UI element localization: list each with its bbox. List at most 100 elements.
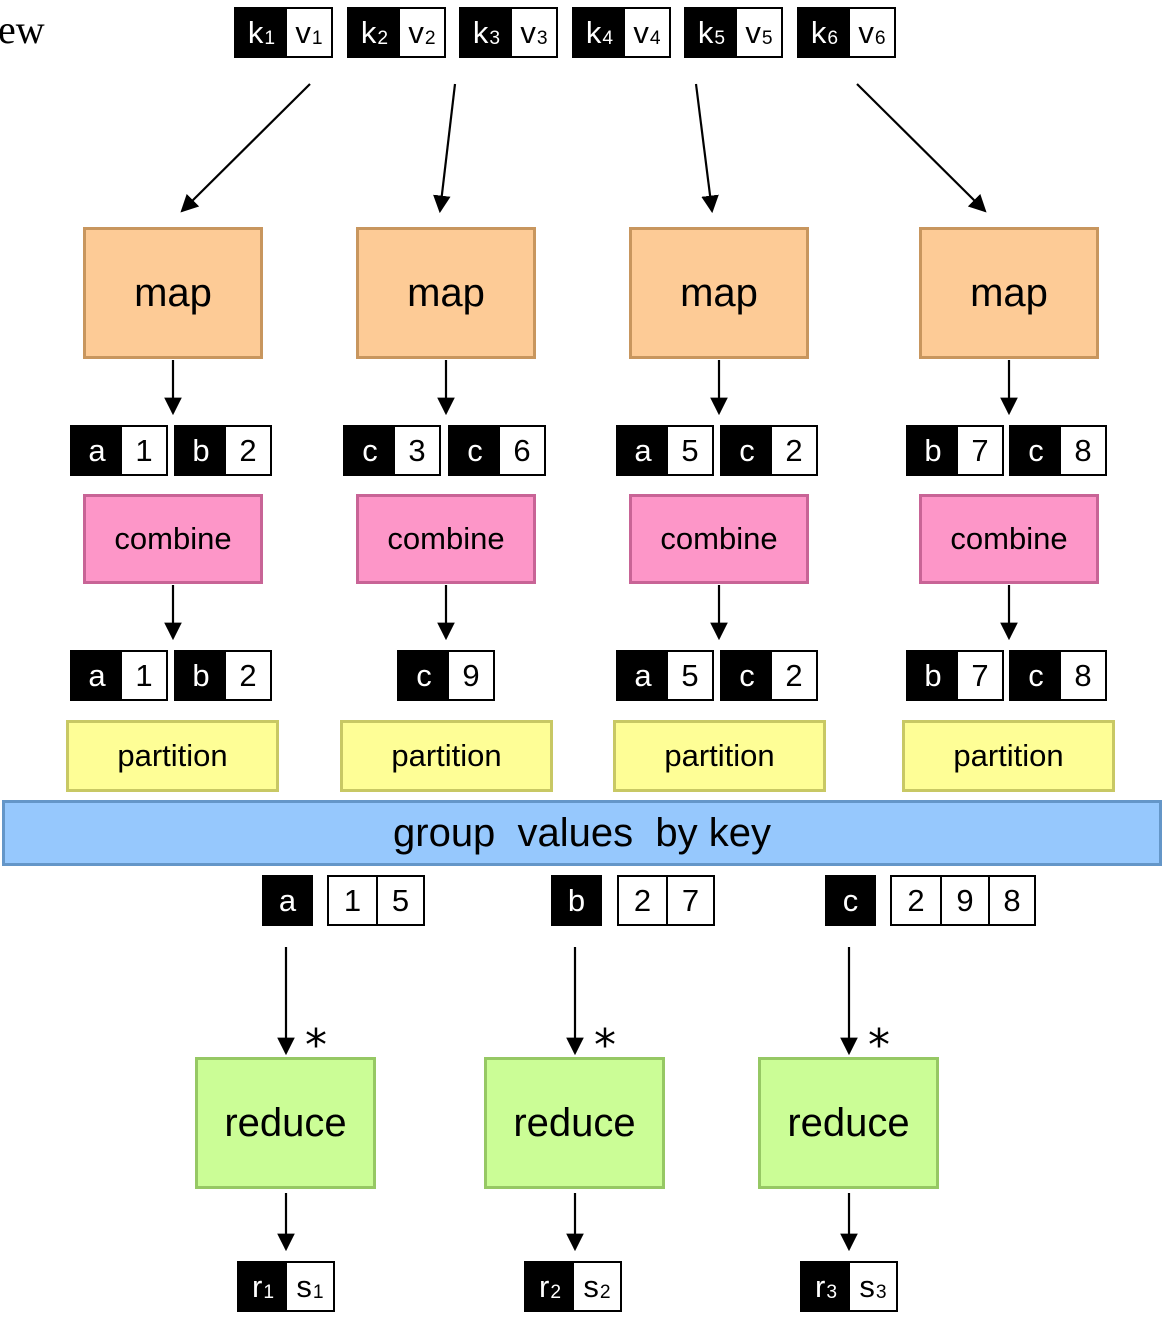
pair-value: 1 [122, 427, 166, 474]
map-output-pair: a 5 [616, 425, 714, 476]
group-key-b: b [551, 875, 602, 926]
pair-value: 1 [122, 652, 166, 699]
pair-value: 8 [1061, 652, 1105, 699]
pair-value: 2 [226, 652, 270, 699]
pair-value: 7 [958, 427, 1002, 474]
map-output-pair: b 2 [174, 425, 272, 476]
pair-value: 2 [772, 652, 816, 699]
asterisk-marker: * [594, 1020, 616, 1071]
map-output-pair: c 3 [343, 425, 441, 476]
pair-key: b [908, 652, 958, 699]
pair-key: b [176, 652, 226, 699]
combine-box-1: combine [83, 494, 263, 584]
pair-value: 5 [668, 427, 712, 474]
group-values-c: 2 9 8 [890, 875, 1036, 926]
group-value: 2 [892, 877, 940, 924]
arrow-input-to-map-1 [180, 83, 311, 213]
pair-key: c [450, 427, 500, 474]
combine-output-pair: a 1 [70, 650, 168, 701]
combine-output-pair: b 7 [906, 650, 1004, 701]
group-key: c [827, 877, 874, 924]
partition-box-4: partition [902, 720, 1115, 792]
pair-key: b [908, 427, 958, 474]
group-value: 1 [329, 877, 376, 924]
combine-box-3: combine [629, 494, 809, 584]
arrow-input-to-map-2 [433, 83, 457, 214]
pair-key: a [618, 427, 668, 474]
reduce-box-1: reduce [195, 1057, 376, 1189]
pair-key: c [722, 427, 772, 474]
pair-value: 8 [1061, 427, 1105, 474]
group-values-b: 2 7 [617, 875, 715, 926]
group-key: a [264, 877, 311, 924]
group-key: b [553, 877, 600, 924]
map-box-2: map [356, 227, 536, 359]
group-value: 7 [666, 877, 713, 924]
pair-key: c [1011, 652, 1061, 699]
reduce-box-3: reduce [758, 1057, 939, 1189]
combine-output-pair: c 2 [720, 650, 818, 701]
map-output-pair: c 2 [720, 425, 818, 476]
pair-value: 6 [500, 427, 544, 474]
partition-box-2: partition [340, 720, 553, 792]
combine-output-pair: a 5 [616, 650, 714, 701]
combine-output-pair: c 9 [397, 650, 495, 701]
pair-value: 5 [668, 652, 712, 699]
pair-value: 9 [449, 652, 493, 699]
group-value: 2 [619, 877, 666, 924]
group-key-a: a [262, 875, 313, 926]
group-value: 5 [376, 877, 423, 924]
map-output-pair: a 1 [70, 425, 168, 476]
arrow-input-to-map-3 [694, 83, 719, 214]
pair-value: 3 [395, 427, 439, 474]
pair-key: c [345, 427, 395, 474]
pair-key: a [618, 652, 668, 699]
map-box-3: map [629, 227, 809, 359]
pair-value: 2 [772, 427, 816, 474]
group-by-key-bar: group values by key [2, 800, 1162, 866]
combine-output-pair: c 8 [1009, 650, 1107, 701]
partition-box-1: partition [66, 720, 279, 792]
title-fragment: ew [0, 7, 45, 52]
pair-key: b [176, 427, 226, 474]
group-value: 9 [940, 877, 988, 924]
group-value: 8 [988, 877, 1034, 924]
group-key-c: c [825, 875, 876, 926]
pair-value: 2 [226, 427, 270, 474]
asterisk-marker: * [868, 1020, 890, 1071]
combine-box-4: combine [919, 494, 1099, 584]
pair-key: c [722, 652, 772, 699]
arrow-input-to-map-4 [856, 83, 987, 213]
reduce-box-2: reduce [484, 1057, 665, 1189]
pair-key: c [1011, 427, 1061, 474]
map-box-4: map [919, 227, 1099, 359]
map-output-pair: b 7 [906, 425, 1004, 476]
pair-key: a [72, 652, 122, 699]
pair-key: c [399, 652, 449, 699]
map-box-1: map [83, 227, 263, 359]
pair-value: 7 [958, 652, 1002, 699]
combine-output-pair: b 2 [174, 650, 272, 701]
